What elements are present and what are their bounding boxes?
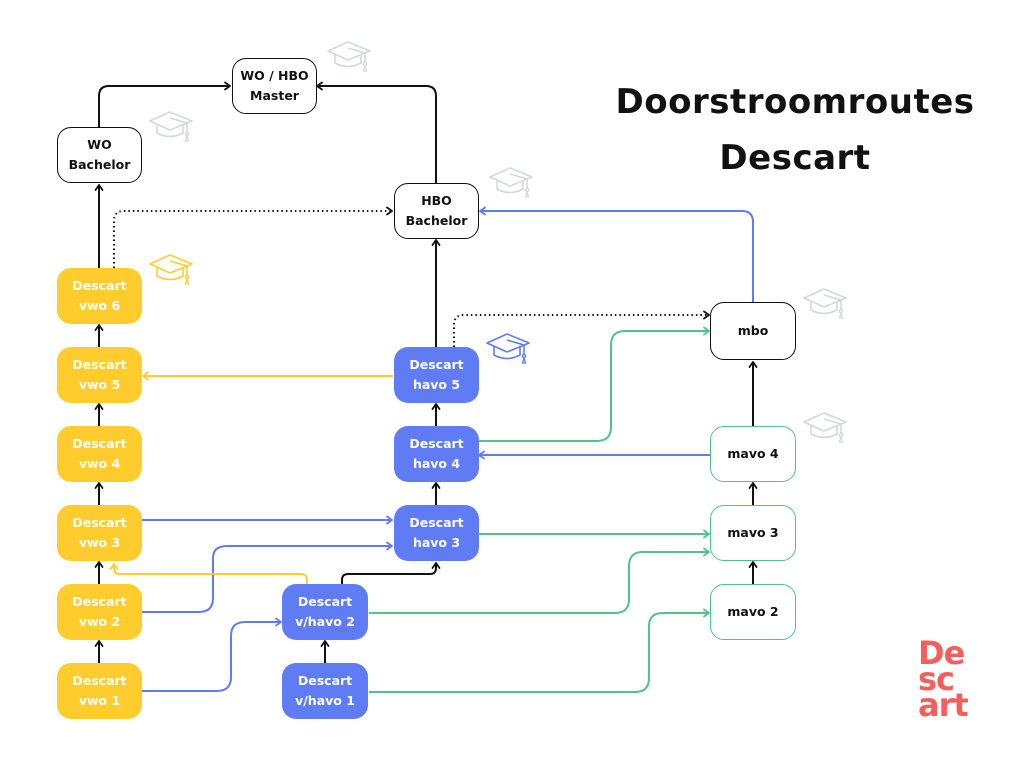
edge-vhavo2-to-vwo3 xyxy=(109,563,308,584)
node-descart-vwo5: Descart vwo 5 xyxy=(57,347,142,403)
node-wo-bachelor: WO Bachelor xyxy=(57,127,142,183)
edge-wo-bachelor-to-master xyxy=(98,81,231,127)
node-descart-havo3: Descart havo 3 xyxy=(394,505,479,561)
node-mavo2: mavo 2 xyxy=(710,584,796,640)
diploma-icon-mavo4 xyxy=(803,412,847,443)
node-hbo-bachelor: HBO Bachelor xyxy=(394,183,479,239)
edge-vwo6-to-hbo-bachelor-dotted xyxy=(113,206,393,268)
node-descart-havo5: Descart havo 5 xyxy=(394,347,479,403)
node-descart-havo4: Descart havo 4 xyxy=(394,426,479,482)
edge-vwo2-to-havo3 xyxy=(141,541,393,613)
edge-vhavo1-to-mavo2 xyxy=(369,608,710,693)
node-descart-vwo4: Descart vwo 4 xyxy=(57,426,142,482)
node-descart-vwo2: Descart vwo 2 xyxy=(57,584,142,640)
edge-mbo-to-hbo-bachelor xyxy=(479,206,754,302)
edge-havo4-to-mbo xyxy=(479,326,710,442)
diploma-icon-mbo xyxy=(803,288,847,319)
node-mavo3: mavo 3 xyxy=(710,505,796,561)
page-title: Doorstroomroutes Descart xyxy=(600,74,990,186)
node-descart-vhavo1: Descart v/havo 1 xyxy=(282,663,368,719)
edge-vwo1-to-vhavo2 xyxy=(141,617,282,692)
node-descart-vwo6: Descart vwo 6 xyxy=(57,268,142,324)
page-title-line2: Descart xyxy=(719,138,871,178)
descart-logo: De sc art xyxy=(918,634,969,724)
diploma-icon-vwo6 xyxy=(149,254,193,285)
diploma-icon-wo-bachelor xyxy=(149,111,193,142)
node-descart-vwo1: Descart vwo 1 xyxy=(57,663,142,719)
node-wo-hbo-master: WO / HBO Master xyxy=(232,58,317,114)
edge-vhavo2-to-havo3 xyxy=(341,562,441,584)
diploma-icon-master xyxy=(327,41,371,72)
node-descart-vwo3: Descart vwo 3 xyxy=(57,505,142,561)
diploma-icon-hbo-bachelor xyxy=(489,167,533,198)
page-title-line1: Doorstroomroutes xyxy=(615,82,975,122)
edge-vhavo2-to-mavo3 xyxy=(369,547,710,614)
node-mavo4: mavo 4 xyxy=(710,426,796,482)
edge-hbo-bachelor-to-master xyxy=(316,81,437,183)
diploma-icon-havo5 xyxy=(486,333,530,364)
node-mbo: mbo xyxy=(710,302,796,360)
node-descart-vhavo2: Descart v/havo 2 xyxy=(282,584,368,640)
